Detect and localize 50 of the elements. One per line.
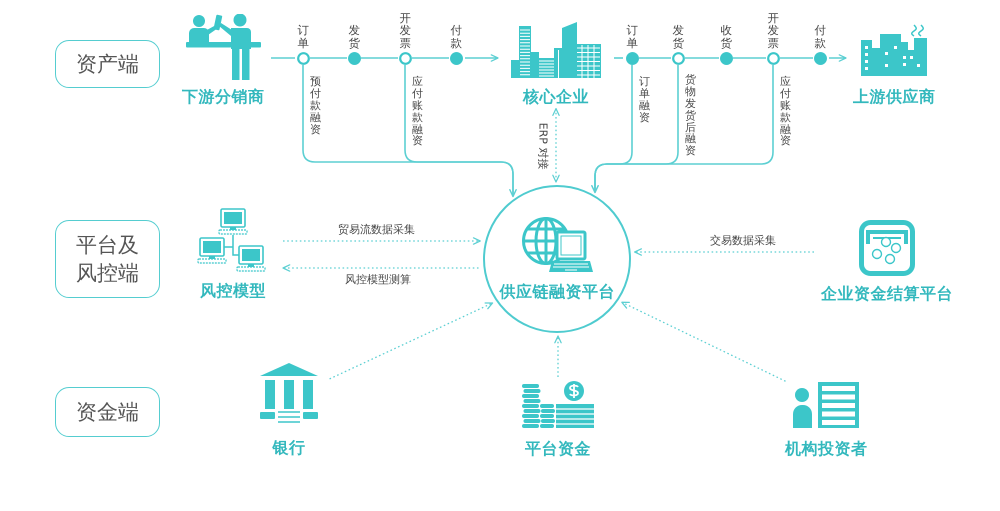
tier-panel: 资金端 bbox=[55, 387, 160, 437]
node-label: 风控模型 bbox=[200, 282, 266, 300]
dotted-arrow bbox=[282, 264, 479, 272]
connector-line bbox=[361, 57, 398, 59]
node-label: 平台资金 bbox=[525, 440, 591, 458]
edge-label: 贸易流数据采集 bbox=[338, 223, 415, 236]
connector-line bbox=[733, 57, 766, 59]
dotted-arrow bbox=[329, 302, 494, 380]
edge-label: 订单融资 bbox=[639, 76, 650, 124]
connector-line bbox=[685, 57, 719, 59]
connector-line bbox=[310, 57, 347, 59]
edge-label: 交易数据采集 bbox=[710, 234, 776, 248]
node-label: 上游供应商 bbox=[852, 88, 936, 106]
step-label: 开发票 bbox=[399, 12, 411, 50]
node-label: 机构投资者 bbox=[784, 440, 868, 458]
node-label: 下游分销商 bbox=[182, 88, 264, 106]
arrow bbox=[591, 65, 774, 194]
edge-label: ERP 对接 bbox=[536, 122, 550, 170]
node-label: 银行 bbox=[272, 439, 306, 457]
dotted-arrow bbox=[283, 237, 481, 245]
step-label: 发货 bbox=[672, 24, 684, 50]
edge-label: 风控模型测算 bbox=[345, 273, 411, 286]
connector-line bbox=[614, 57, 623, 59]
dotted-arrow bbox=[621, 302, 786, 382]
edge-label: 应付账款融资 bbox=[412, 76, 423, 148]
step-label: 发货 bbox=[348, 24, 360, 50]
arrow bbox=[465, 54, 499, 62]
edge-label: 货物发货后融资 bbox=[685, 74, 696, 158]
step-label: 订单 bbox=[626, 24, 638, 50]
edge-label: 应付账款融资 bbox=[780, 76, 791, 148]
arrow bbox=[829, 54, 847, 62]
dotted-arrow bbox=[554, 335, 562, 377]
tier-panel: 平台及风控端 bbox=[55, 220, 160, 298]
step-label: 收货 bbox=[720, 24, 732, 50]
connector-line bbox=[412, 57, 449, 59]
connector-line bbox=[780, 57, 813, 59]
step-label: 订单 bbox=[297, 24, 309, 50]
connector-line bbox=[271, 57, 295, 59]
step-label: 付款 bbox=[814, 24, 826, 50]
tier-panel: 资产端 bbox=[55, 40, 160, 88]
dotted-double-arrow bbox=[552, 108, 560, 183]
dotted-arrow bbox=[634, 248, 814, 256]
arrow bbox=[404, 65, 517, 198]
node-label: 供应链融资平台 bbox=[499, 283, 615, 301]
node-label: 核心企业 bbox=[523, 88, 589, 106]
edge-label: 预付款融资 bbox=[310, 76, 321, 136]
step-label: 开发票 bbox=[767, 12, 779, 50]
node-label: 企业资金结算平台 bbox=[821, 285, 953, 303]
connector-line bbox=[639, 57, 671, 59]
step-label: 付款 bbox=[450, 24, 462, 50]
